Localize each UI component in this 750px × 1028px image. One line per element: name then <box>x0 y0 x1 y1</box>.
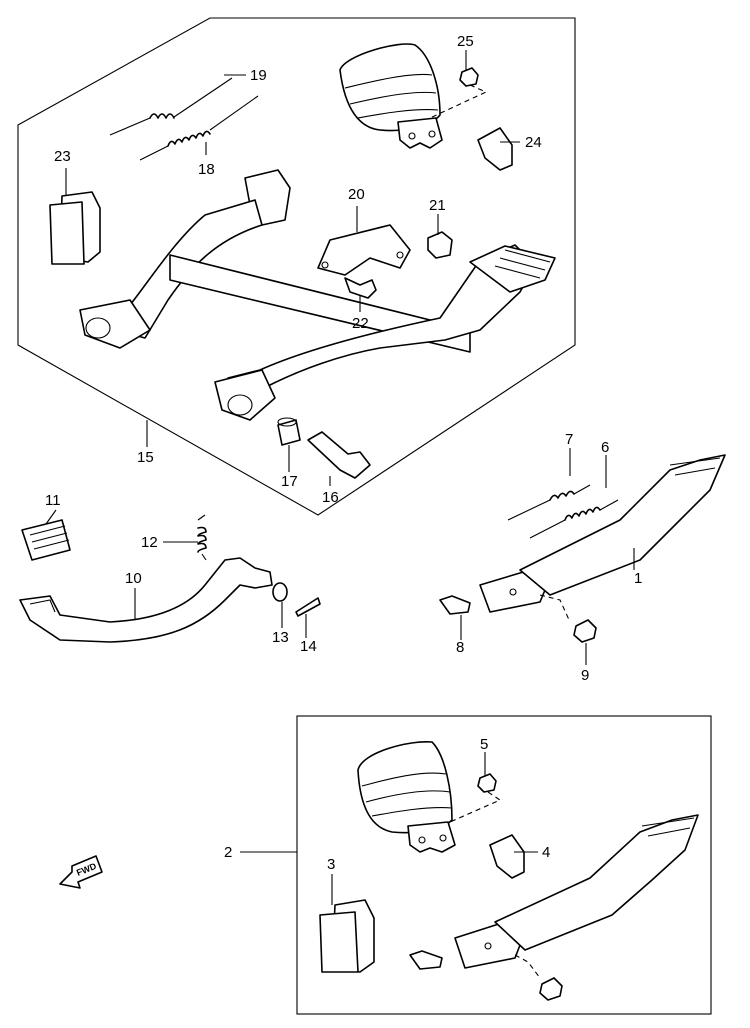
pivot-bolt-16 <box>307 431 371 479</box>
callout-15: 15 <box>137 449 154 466</box>
spacer-17 <box>277 417 301 446</box>
cotter-pin-14 <box>295 597 321 617</box>
spring-19 <box>109 77 233 136</box>
fwd-marker: FWD <box>59 855 103 889</box>
side-stand-1 <box>479 454 726 613</box>
callout-10: 10 <box>125 570 142 587</box>
callout-25: 25 <box>457 33 474 50</box>
callout-13: 13 <box>272 629 289 646</box>
rubber-stopper-21 <box>427 231 453 259</box>
nut-25 <box>429 67 488 119</box>
side-stand-bottom <box>454 814 699 969</box>
bolt-22 <box>344 277 377 299</box>
stopper-plate-24 <box>477 127 513 171</box>
callout-21: 21 <box>429 197 446 214</box>
callout-12: 12 <box>141 534 158 551</box>
bolt-8 <box>439 595 471 615</box>
callout-1: 1 <box>634 570 642 587</box>
callout-22: 22 <box>352 315 369 332</box>
callout-9: 9 <box>581 667 589 684</box>
nut-9 <box>539 594 597 643</box>
callout-7: 7 <box>565 431 573 448</box>
callout-2: 2 <box>224 844 232 861</box>
stopper-plate-4 <box>489 834 525 879</box>
callout-8: 8 <box>456 639 464 656</box>
callout-20: 20 <box>348 186 365 203</box>
center-stand-15 <box>79 169 556 421</box>
spring-7 <box>507 484 591 521</box>
spring-18 <box>139 95 259 161</box>
callout-18: 18 <box>198 161 215 178</box>
arrow-left-icon <box>59 855 103 889</box>
callout-16: 16 <box>322 489 339 506</box>
callout-4: 4 <box>542 844 550 861</box>
nut-bottom <box>514 954 563 1001</box>
side-stand-set-frame <box>296 715 712 1015</box>
callout-5: 5 <box>480 736 488 753</box>
callout-6: 6 <box>601 439 609 456</box>
washer-13 <box>272 582 288 602</box>
bolt-bottom <box>409 950 443 970</box>
callout-23: 23 <box>54 148 71 165</box>
shock-absorber-top <box>339 43 443 149</box>
pedal-rubber-11 <box>21 519 71 561</box>
callout-3: 3 <box>327 856 335 873</box>
leader-lines <box>45 50 635 905</box>
center-stand-group-frame <box>17 17 576 516</box>
lever-10 <box>19 557 273 643</box>
spring-12 <box>197 514 207 561</box>
rubber-pad-3 <box>319 899 375 973</box>
stand-bracket-20 <box>317 224 411 276</box>
spring-6 <box>529 499 619 539</box>
callout-24: 24 <box>525 134 542 151</box>
callout-14: 14 <box>300 638 317 655</box>
callout-11: 11 <box>45 492 61 509</box>
rubber-pad-23 <box>49 191 101 265</box>
callout-19: 19 <box>250 67 267 84</box>
nut-5 <box>449 773 502 823</box>
callout-17: 17 <box>281 473 298 490</box>
shock-absorber-bottom <box>357 741 456 853</box>
callout-labels: 1 2 3 4 5 6 7 8 9 10 11 12 13 14 15 16 1… <box>45 33 642 873</box>
